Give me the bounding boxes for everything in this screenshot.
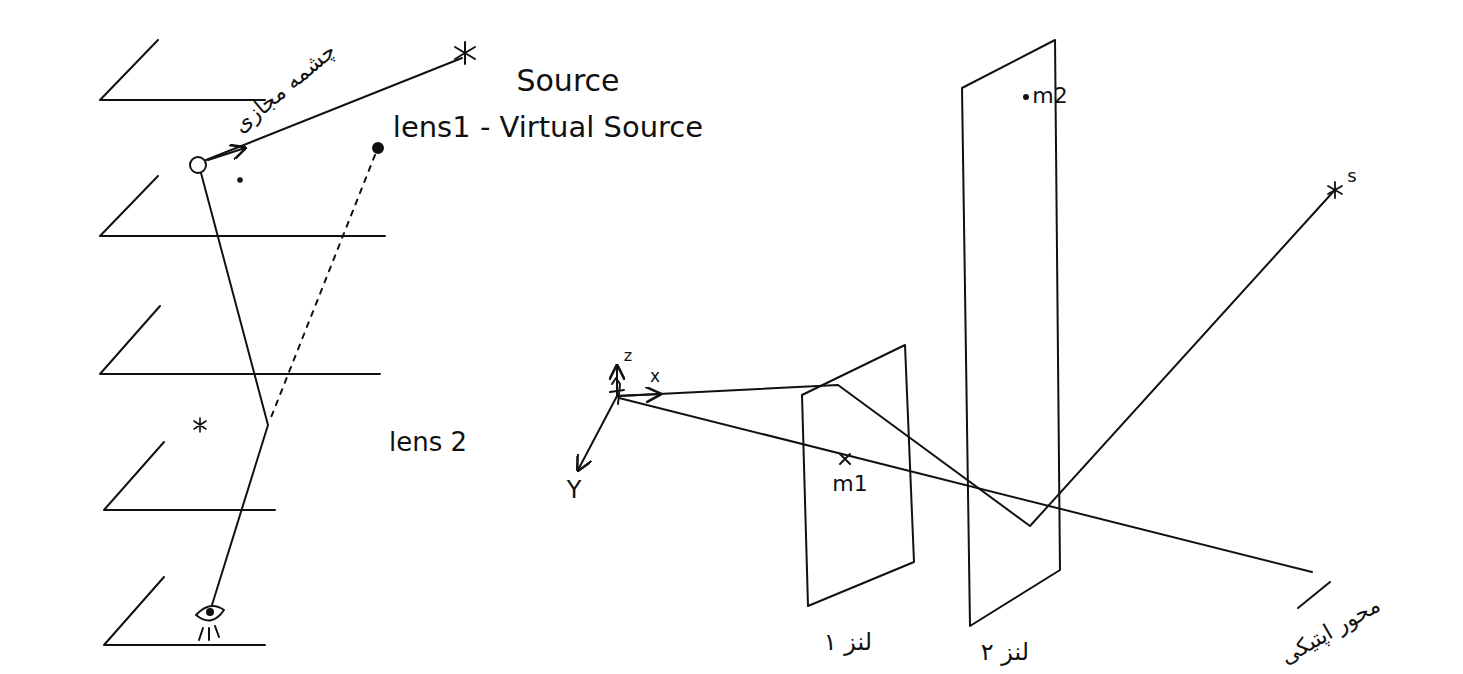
lens-label: لنز ۱ — [822, 629, 874, 655]
lens1-plane — [100, 176, 385, 236]
virtual-source-dot — [373, 143, 383, 153]
lens-label: lens 2 — [387, 428, 469, 457]
m1-marker — [840, 454, 850, 464]
pointer-arrow — [208, 148, 245, 160]
observer-figure — [610, 378, 624, 404]
y-axis — [578, 396, 617, 470]
light-ray — [201, 173, 268, 605]
observer-plane — [104, 577, 265, 645]
lens-label: لنز ۲ — [979, 639, 1031, 665]
axis-label: z — [622, 347, 634, 365]
observer-eye — [196, 606, 224, 640]
annotation: چشمه مجازی — [228, 37, 343, 139]
eye-pupil — [207, 609, 213, 615]
source-label: s — [1345, 166, 1358, 186]
dashed-ray — [270, 155, 375, 420]
optical-axis — [619, 398, 1312, 572]
mass-label: m1 — [830, 472, 869, 496]
lens1-plane — [802, 345, 914, 606]
axis-label: محور اپتیکی — [1274, 592, 1386, 670]
dot — [238, 178, 242, 182]
source-plane — [100, 40, 265, 100]
m2-dot — [1024, 95, 1028, 99]
axis-tick — [1298, 582, 1330, 608]
axis-label: Y — [565, 477, 584, 503]
virtual-source-circle — [190, 157, 206, 173]
lens2-plane — [962, 40, 1060, 626]
source-label: Source — [514, 64, 621, 97]
lens-label: lens1 - Virtual Source — [391, 112, 705, 144]
source-star — [1328, 182, 1342, 198]
lens-star — [194, 418, 206, 432]
source-star — [455, 42, 475, 64]
lens2-plane — [104, 442, 275, 510]
mass-label: m2 — [1030, 84, 1069, 108]
axis-label: x — [648, 367, 662, 386]
light-ray — [619, 192, 1333, 526]
